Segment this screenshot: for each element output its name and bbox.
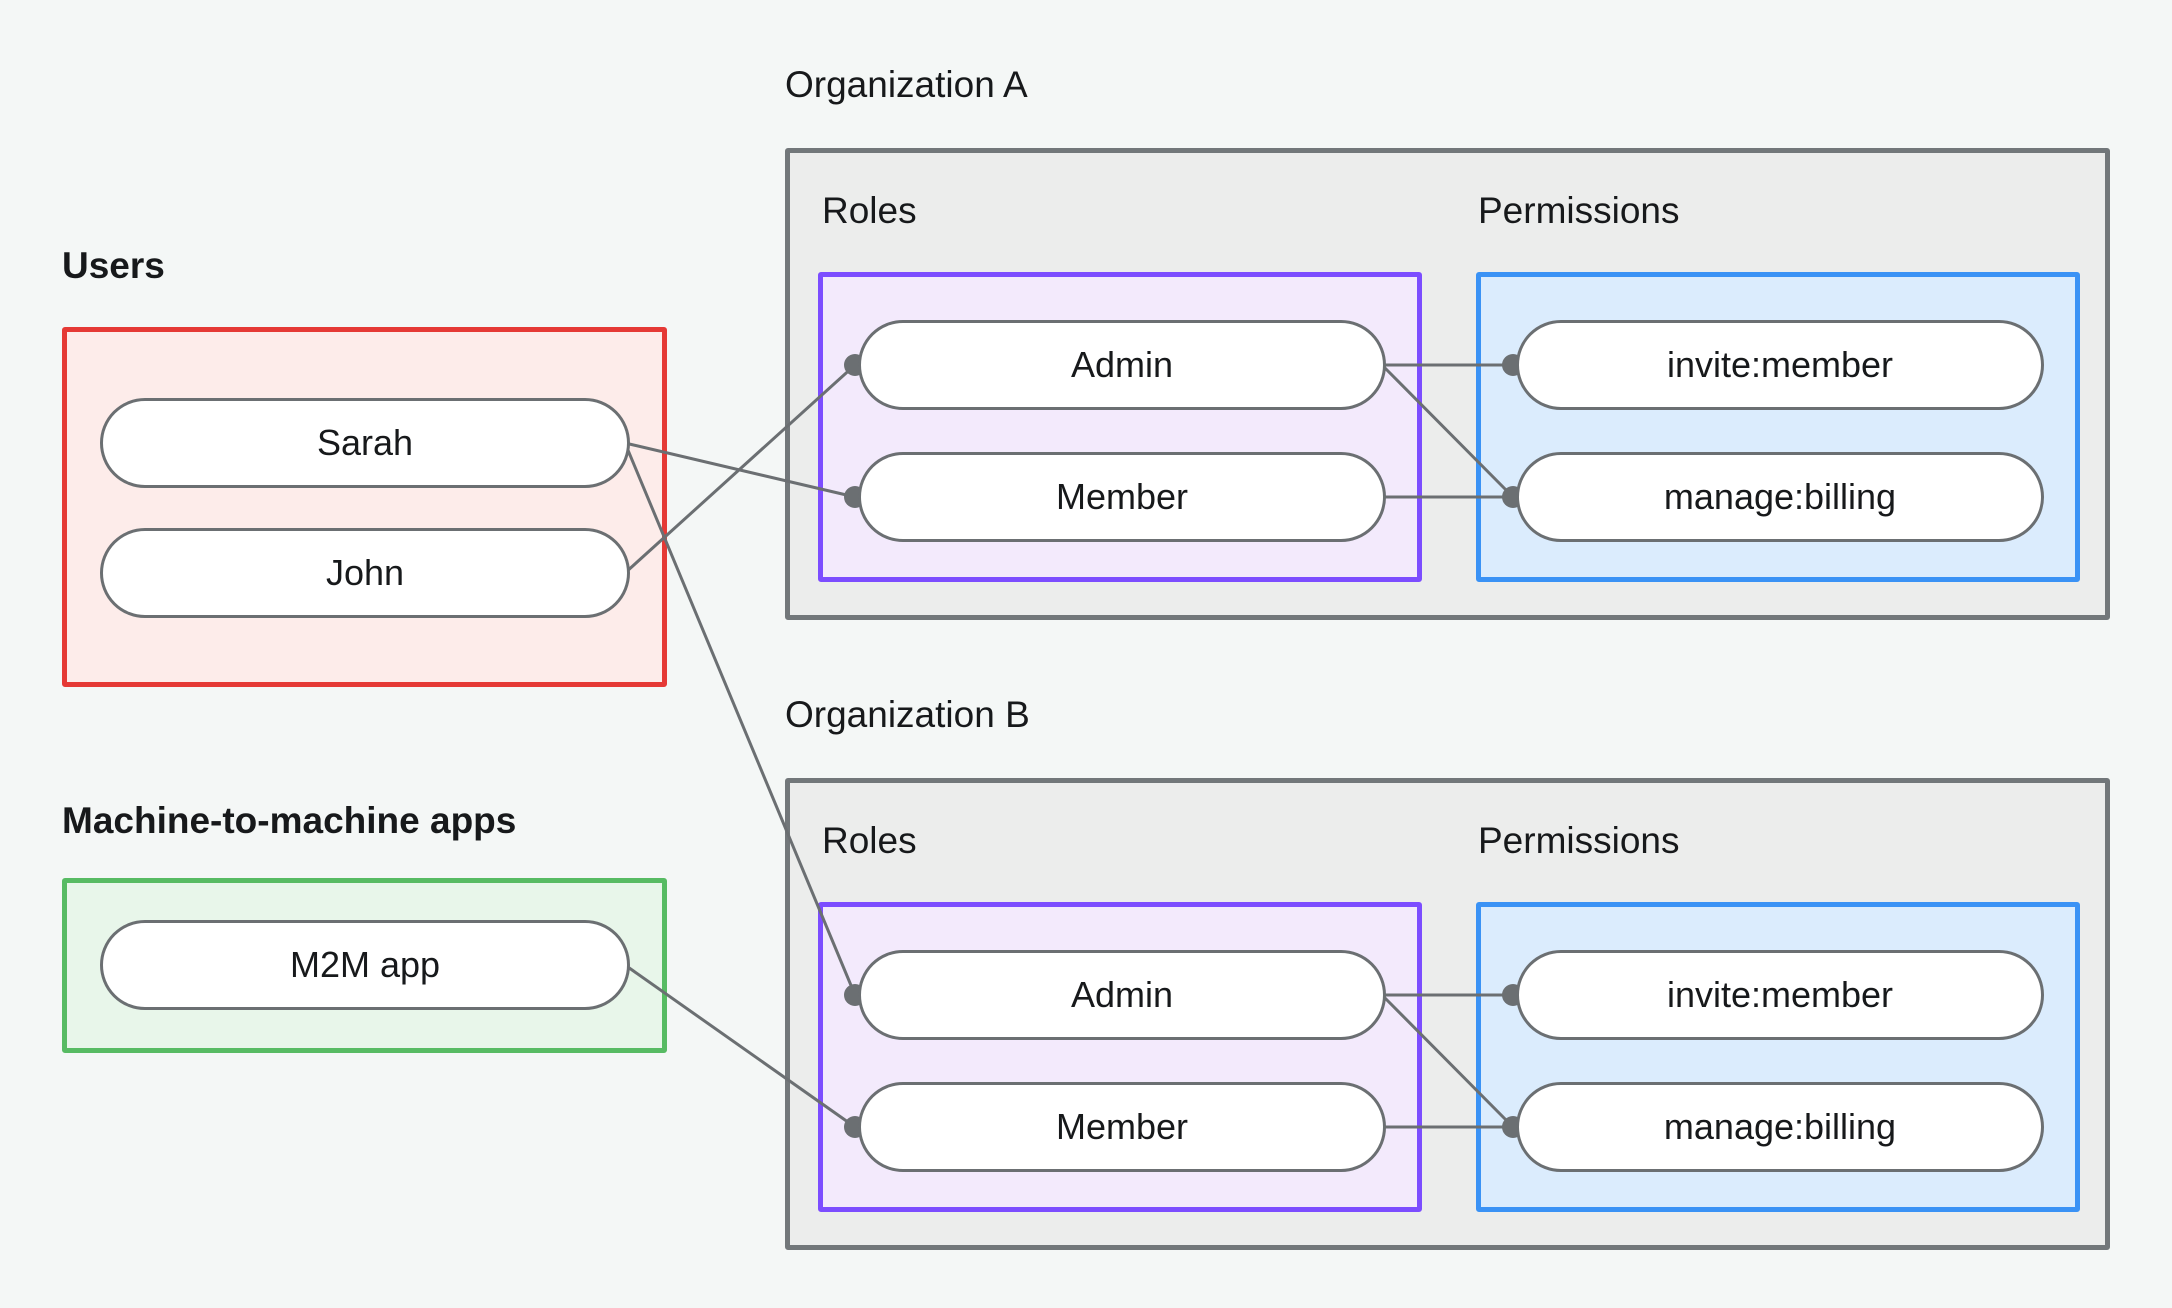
organization-b-permissions-heading: Permissions [1478,820,1680,861]
permission-node-org-b-manage-billing[interactable]: manage:billing [1516,1082,2044,1172]
organization-b-roles-heading: Roles [822,820,917,861]
machine-app-node-m2m-app[interactable]: M2M app [100,920,630,1010]
user-node-john[interactable]: John [100,528,630,618]
permission-node-org-a-invite-member[interactable]: invite:member [1516,320,2044,410]
role-node-org-b-member[interactable]: Member [858,1082,1386,1172]
role-node-org-b-admin[interactable]: Admin [858,950,1386,1040]
machine-apps-heading: Machine-to-machine apps [62,800,517,841]
organization-a-label: Organization A [785,64,1028,105]
organization-a-permissions-heading: Permissions [1478,190,1680,231]
role-node-org-a-admin[interactable]: Admin [858,320,1386,410]
organization-a-roles-heading: Roles [822,190,917,231]
user-node-sarah[interactable]: Sarah [100,398,630,488]
role-node-org-a-member[interactable]: Member [858,452,1386,542]
users-container [62,327,667,687]
permission-node-org-b-invite-member[interactable]: invite:member [1516,950,2044,1040]
permission-node-org-a-manage-billing[interactable]: manage:billing [1516,452,2044,542]
users-heading: Users [62,245,165,286]
organization-b-label: Organization B [785,694,1030,735]
